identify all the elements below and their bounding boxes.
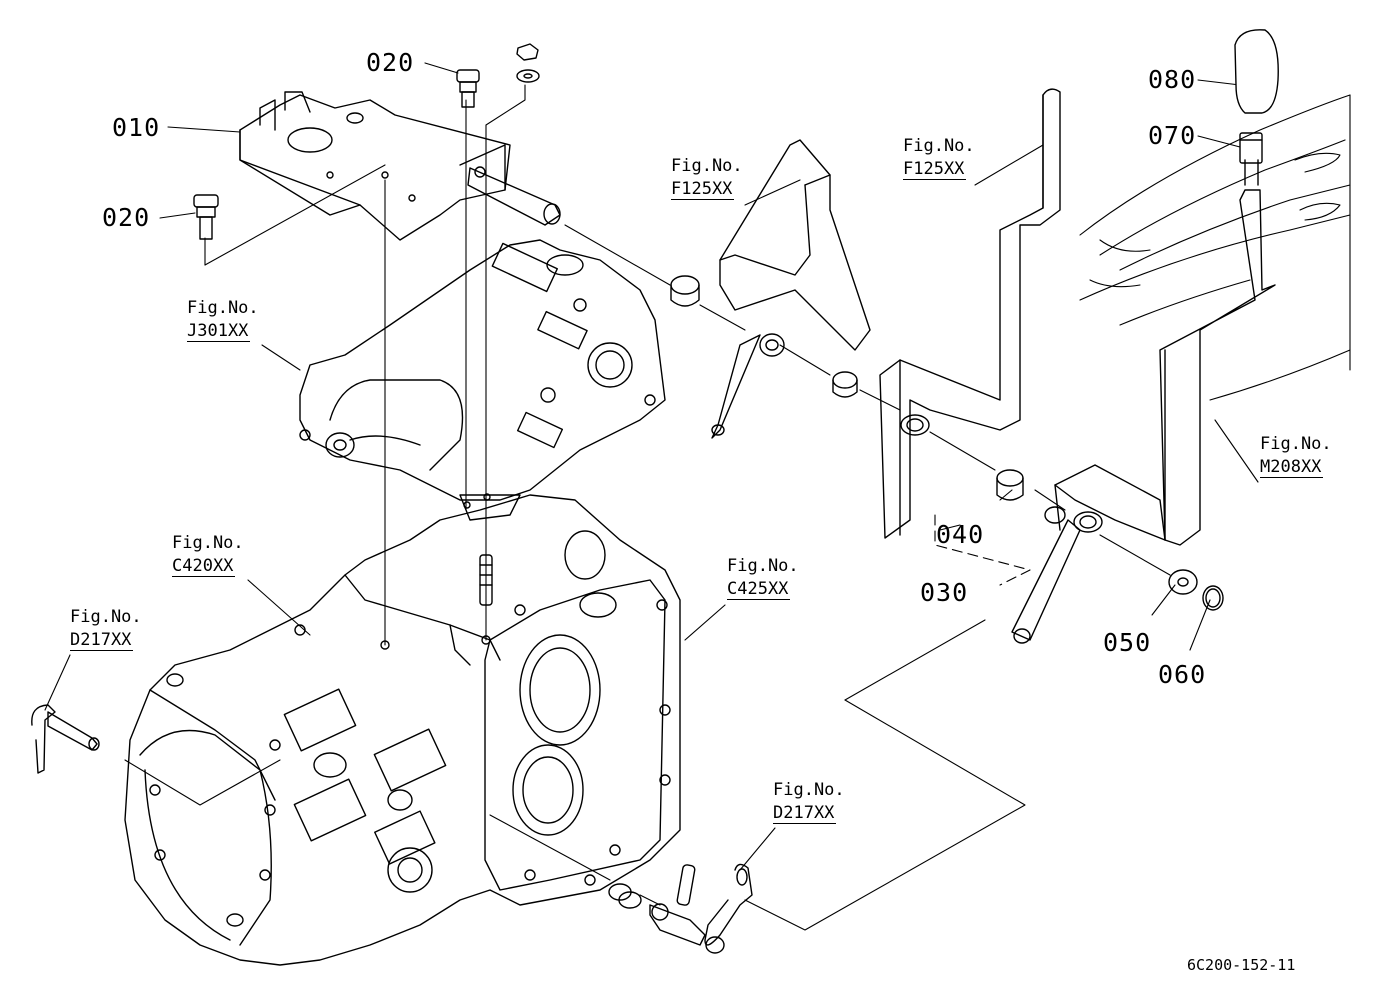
- fig-ref-d217-right: Fig.No. D217XX: [773, 779, 845, 825]
- fig-ref-code: C420XX: [172, 556, 236, 577]
- leader-lines: [44, 62, 1259, 931]
- part-label-080: 080: [1148, 65, 1197, 94]
- fig-ref-prefix: Fig.No.: [187, 298, 259, 318]
- shift-fork-left: [31, 704, 100, 774]
- fig-ref-j301: Fig.No. J301XX: [187, 297, 259, 343]
- fig-ref-prefix: Fig.No.: [172, 533, 244, 553]
- fig-ref-d217-left: Fig.No. D217XX: [70, 606, 142, 652]
- nut-washer-top: [516, 43, 540, 83]
- drawing-code: 6C200-152-11: [1187, 956, 1296, 974]
- part-label-070: 070: [1148, 121, 1197, 150]
- bolt-020-left: [193, 194, 219, 240]
- lever-f125-right: [879, 88, 1061, 539]
- fig-ref-code: M208XX: [1260, 457, 1324, 478]
- transmission-case: [124, 494, 681, 966]
- fig-ref-prefix: Fig.No.: [773, 780, 845, 800]
- fig-ref-prefix: Fig.No.: [1260, 434, 1332, 454]
- shift-fork-right: [608, 863, 753, 954]
- fig-ref-f125-center: Fig.No. F125XX: [671, 155, 743, 201]
- part-label-060: 060: [1158, 660, 1207, 689]
- part-label-020-top: 020: [366, 48, 415, 77]
- fig-ref-prefix: Fig.No.: [671, 156, 743, 176]
- fig-ref-code: D217XX: [773, 803, 837, 824]
- fig-ref-prefix: Fig.No.: [727, 556, 799, 576]
- fig-ref-f125-right: Fig.No. F125XX: [903, 135, 975, 181]
- part-label-050: 050: [1103, 628, 1152, 657]
- chassis-background: [1079, 94, 1351, 401]
- lever-m208: [1011, 29, 1279, 644]
- fig-ref-code: C425XX: [727, 579, 791, 600]
- fig-ref-code: D217XX: [70, 630, 134, 651]
- part-label-020-left: 020: [102, 203, 151, 232]
- fig-ref-code: J301XX: [187, 321, 251, 342]
- part-label-040: 040: [936, 520, 985, 549]
- lever-f125-center: [670, 139, 871, 439]
- fig-ref-c420: Fig.No. C420XX: [172, 532, 244, 578]
- part-label-030: 030: [920, 578, 969, 607]
- part-label-010: 010: [112, 113, 161, 142]
- fig-ref-m208: Fig.No. M208XX: [1260, 433, 1332, 479]
- fig-ref-c425: Fig.No. C425XX: [727, 555, 799, 601]
- bolt-020-top: [456, 69, 480, 108]
- upper-housing: [299, 239, 666, 521]
- fig-ref-prefix: Fig.No.: [70, 607, 142, 627]
- fig-ref-code: F125XX: [671, 179, 735, 200]
- fig-ref-prefix: Fig.No.: [903, 136, 975, 156]
- bracket-plate-010: [239, 91, 561, 241]
- fig-ref-code: F125XX: [903, 159, 967, 180]
